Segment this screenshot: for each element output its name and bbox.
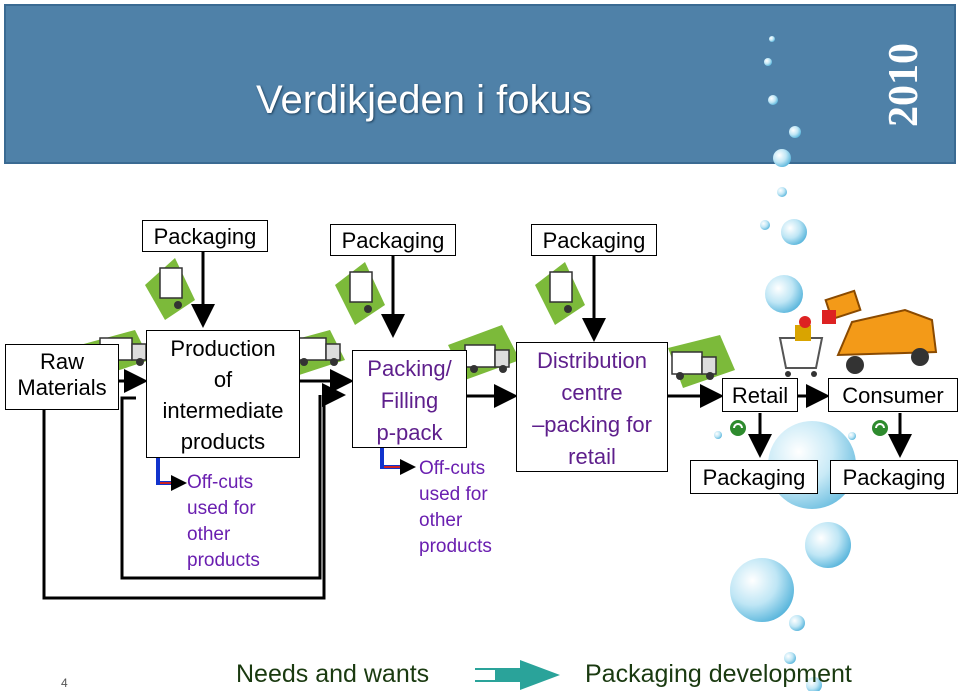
offcuts-line: used for bbox=[187, 498, 256, 519]
offcuts-line: other bbox=[419, 510, 463, 531]
page-number: 4 bbox=[61, 676, 68, 690]
truck-icon bbox=[535, 262, 585, 325]
consumer-box: Consumer bbox=[828, 378, 958, 412]
recycle-icon bbox=[730, 420, 746, 436]
raw-materials-box: Raw Materials bbox=[5, 344, 119, 410]
packaging-box-consumer: Packaging bbox=[830, 460, 958, 494]
footer-right-text: Packaging development bbox=[585, 660, 852, 688]
raw-materials-line: Raw bbox=[39, 349, 84, 374]
offcuts-label-1: Off-cuts used for other products bbox=[187, 470, 297, 574]
distribution-line: centre bbox=[561, 380, 623, 405]
packing-line: Packing/ bbox=[367, 356, 452, 381]
page-title: Verdikjeden i fokus bbox=[256, 78, 592, 122]
packaging-box-distribution: Packaging bbox=[531, 224, 657, 256]
offcuts-line: used for bbox=[419, 484, 488, 505]
production-line: Production bbox=[170, 336, 276, 361]
packing-filling-box: Packing/ Filling p-pack bbox=[352, 350, 467, 448]
packaging-box-production: Packaging bbox=[142, 220, 268, 252]
recycle-icon bbox=[872, 420, 888, 436]
distribution-line: retail bbox=[568, 444, 616, 469]
offcuts-label-2: Off-cuts used for other products bbox=[419, 456, 529, 560]
bubble-decoration bbox=[730, 36, 856, 691]
production-box: Production of intermediate products bbox=[146, 330, 300, 458]
production-line: products bbox=[180, 429, 266, 454]
distribution-line: Distribution bbox=[536, 348, 648, 373]
footer-left-text: Needs and wants bbox=[236, 660, 430, 688]
production-line: intermediate bbox=[162, 398, 284, 423]
offcuts-line: other bbox=[187, 524, 231, 545]
offcuts-line: Off-cuts bbox=[419, 458, 486, 479]
packaging-box-retail: Packaging bbox=[690, 460, 818, 494]
footer-arrow bbox=[475, 660, 560, 690]
raw-materials-line: Materials bbox=[17, 375, 107, 400]
distribution-centre-box: Distribution centre –packing for retail bbox=[516, 342, 668, 472]
truck-icon bbox=[145, 258, 195, 320]
shopping-cart-icon bbox=[778, 316, 824, 377]
distribution-line: –packing for bbox=[532, 412, 652, 437]
production-line: of bbox=[213, 367, 233, 392]
truck-icon bbox=[668, 335, 735, 388]
offcuts-line: products bbox=[419, 536, 492, 557]
packing-line: Filling bbox=[380, 388, 439, 413]
truck-icon bbox=[335, 262, 385, 325]
offcuts-line: products bbox=[187, 550, 260, 571]
car-icon bbox=[822, 289, 938, 374]
retail-box: Retail bbox=[722, 378, 798, 412]
offcuts-line: Off-cuts bbox=[187, 472, 254, 493]
packaging-box-packing: Packaging bbox=[330, 224, 456, 256]
header-banner bbox=[4, 4, 956, 164]
packing-line: p-pack bbox=[376, 420, 443, 445]
